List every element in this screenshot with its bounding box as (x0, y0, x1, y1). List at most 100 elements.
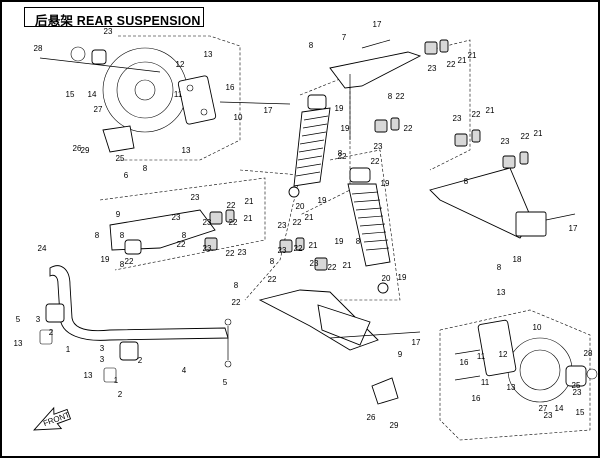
callout-23: 23 (172, 213, 181, 222)
callout-22: 22 (404, 124, 413, 133)
callout-23: 23 (278, 221, 287, 230)
callout-17: 17 (264, 106, 273, 115)
callout-23: 23 (453, 114, 462, 123)
callout-23: 23 (374, 142, 383, 151)
callout-4: 4 (182, 366, 187, 375)
right-shock-absorber (347, 167, 391, 294)
callout-5: 5 (16, 315, 21, 324)
callout-21: 21 (458, 56, 467, 65)
callout-12: 12 (499, 350, 508, 359)
callout-21: 21 (309, 241, 318, 250)
callout-20: 20 (382, 274, 391, 283)
callout-22: 22 (472, 110, 481, 119)
callout-24: 24 (38, 244, 47, 253)
callout-16: 16 (460, 358, 469, 367)
callout-15: 15 (66, 90, 75, 99)
left-lower-arm (109, 209, 235, 255)
callout-22: 22 (229, 218, 238, 227)
callout-28: 28 (584, 349, 593, 358)
callout-23: 23 (203, 244, 212, 253)
callout-22: 22 (226, 249, 235, 258)
callout-8: 8 (338, 149, 343, 158)
callout-25: 25 (572, 381, 581, 390)
callout-8: 8 (270, 257, 275, 266)
callout-23: 23 (310, 259, 319, 268)
right-brake-disc-assembly (371, 319, 598, 405)
callout-23: 23 (544, 411, 553, 420)
callout-25: 25 (116, 154, 125, 163)
callout-22: 22 (447, 60, 456, 69)
callout-6: 6 (124, 171, 129, 180)
callout-18: 18 (513, 255, 522, 264)
callout-11: 11 (481, 378, 490, 387)
callout-21: 21 (245, 197, 254, 206)
callout-28: 28 (34, 44, 43, 53)
left-brake-disc-assembly (39, 46, 291, 153)
callout-13: 13 (84, 371, 93, 380)
callout-23: 23 (428, 64, 437, 73)
callout-16: 16 (472, 394, 481, 403)
callout-1: 1 (114, 376, 119, 385)
callout-13: 13 (497, 288, 506, 297)
front-direction-arrow: FRONT (33, 406, 71, 431)
callout-2: 2 (49, 328, 54, 337)
title-box: 后悬架 REAR SUSPENSION (24, 7, 204, 28)
callout-8: 8 (388, 92, 393, 101)
callout-17: 17 (412, 338, 421, 347)
callout-22: 22 (371, 157, 380, 166)
callout-22: 22 (328, 263, 337, 272)
callout-29: 29 (81, 146, 90, 155)
callout-19: 19 (341, 124, 350, 133)
callout-22: 22 (521, 132, 530, 141)
callout-23: 23 (104, 27, 113, 36)
callout-11: 11 (174, 90, 183, 99)
callout-21: 21 (468, 51, 477, 60)
callout-22: 22 (396, 92, 405, 101)
callout-22: 22 (294, 244, 303, 253)
callout-23: 23 (238, 248, 247, 257)
callout-12: 12 (176, 60, 185, 69)
callout-29: 29 (390, 421, 399, 430)
callout-23: 23 (191, 193, 200, 202)
callout-8: 8 (120, 260, 125, 269)
callout-22: 22 (268, 275, 277, 284)
callout-19: 19 (398, 273, 407, 282)
callout-8: 8 (143, 164, 148, 173)
callout-14: 14 (555, 404, 564, 413)
callout-8: 8 (356, 237, 361, 246)
callout-27: 27 (94, 105, 103, 114)
callout-22: 22 (293, 218, 302, 227)
callout-22: 22 (227, 201, 236, 210)
callout-8: 8 (234, 281, 239, 290)
callout-21: 21 (305, 213, 314, 222)
callout-10: 10 (533, 323, 542, 332)
callout-8: 8 (464, 177, 469, 186)
callout-23: 23 (573, 388, 582, 397)
callout-11: 11 (477, 352, 486, 361)
callout-5: 5 (223, 378, 228, 387)
callout-8: 8 (182, 231, 187, 240)
callout-8: 8 (95, 231, 100, 240)
callout-16: 16 (226, 83, 235, 92)
callout-3: 3 (36, 315, 41, 324)
callout-14: 14 (88, 90, 97, 99)
callout-8: 8 (120, 231, 125, 240)
callout-19: 19 (335, 237, 344, 246)
callout-22: 22 (338, 152, 347, 161)
callout-26: 26 (73, 144, 82, 153)
callout-21: 21 (534, 129, 543, 138)
callout-3: 3 (100, 344, 105, 353)
callout-17: 17 (569, 224, 578, 233)
callout-10: 10 (234, 113, 243, 122)
callout-21: 21 (486, 106, 495, 115)
callout-22: 22 (232, 298, 241, 307)
callout-23: 23 (278, 246, 287, 255)
stabilizer-bar (39, 265, 232, 383)
callout-21: 21 (244, 214, 253, 223)
callout-23: 23 (203, 218, 212, 227)
callout-27: 27 (539, 404, 548, 413)
upper-a-arm-top (329, 39, 449, 140)
